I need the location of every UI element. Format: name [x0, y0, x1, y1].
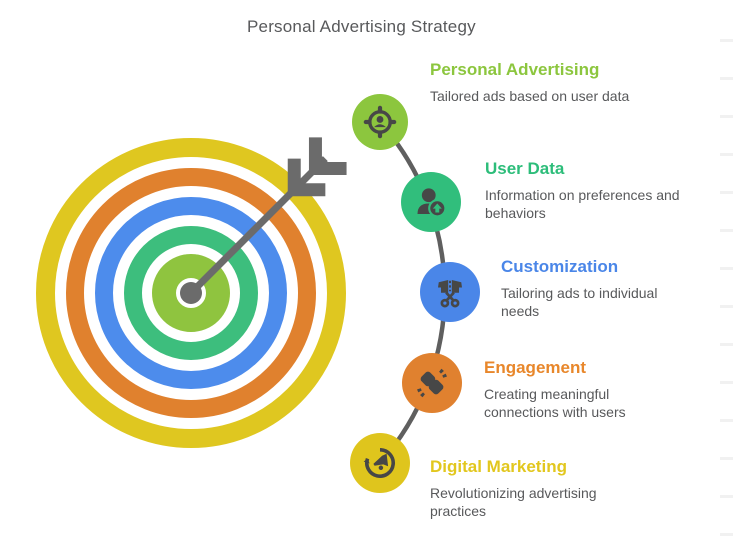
arrow-icon [180, 137, 347, 304]
item-description: Revolutionizing advertising practices [430, 485, 597, 519]
item-customization: Customization Tailoring ads to individua… [501, 257, 686, 320]
item-engagement: Engagement Creating meaningful connectio… [484, 358, 659, 421]
item-personal-advertising: Personal Advertising Tailored ads based … [430, 60, 635, 105]
node-personal-advertising [352, 94, 408, 150]
page-title: Personal Advertising Strategy [247, 17, 476, 36]
node-user-data [401, 172, 461, 232]
item-description: Information on preferences and behaviors [485, 187, 680, 221]
edge-dash-marks [720, 4, 733, 547]
item-title: Digital Marketing [430, 457, 567, 476]
tailoring-scissors-icon [432, 274, 468, 310]
bullseye-rings [36, 138, 346, 448]
item-title: Personal Advertising [430, 60, 600, 79]
item-digital-marketing: Digital Marketing Revolutionizing advert… [430, 457, 630, 520]
item-description: Tailored ads based on user data [430, 88, 630, 104]
node-engagement [402, 353, 462, 413]
person-target-icon [363, 105, 397, 139]
megaphone-refresh-icon [362, 445, 398, 481]
handshake-gears-icon [414, 365, 450, 401]
item-description: Creating meaningful connections with use… [484, 386, 626, 420]
node-customization [420, 262, 480, 322]
node-digital-marketing [350, 433, 410, 493]
item-user-data: User Data Information on preferences and… [485, 159, 725, 222]
user-upload-icon [413, 184, 449, 220]
item-title: User Data [485, 159, 565, 178]
item-title: Engagement [484, 358, 587, 377]
item-description: Tailoring ads to individual needs [501, 285, 658, 319]
item-title: Customization [501, 257, 619, 276]
